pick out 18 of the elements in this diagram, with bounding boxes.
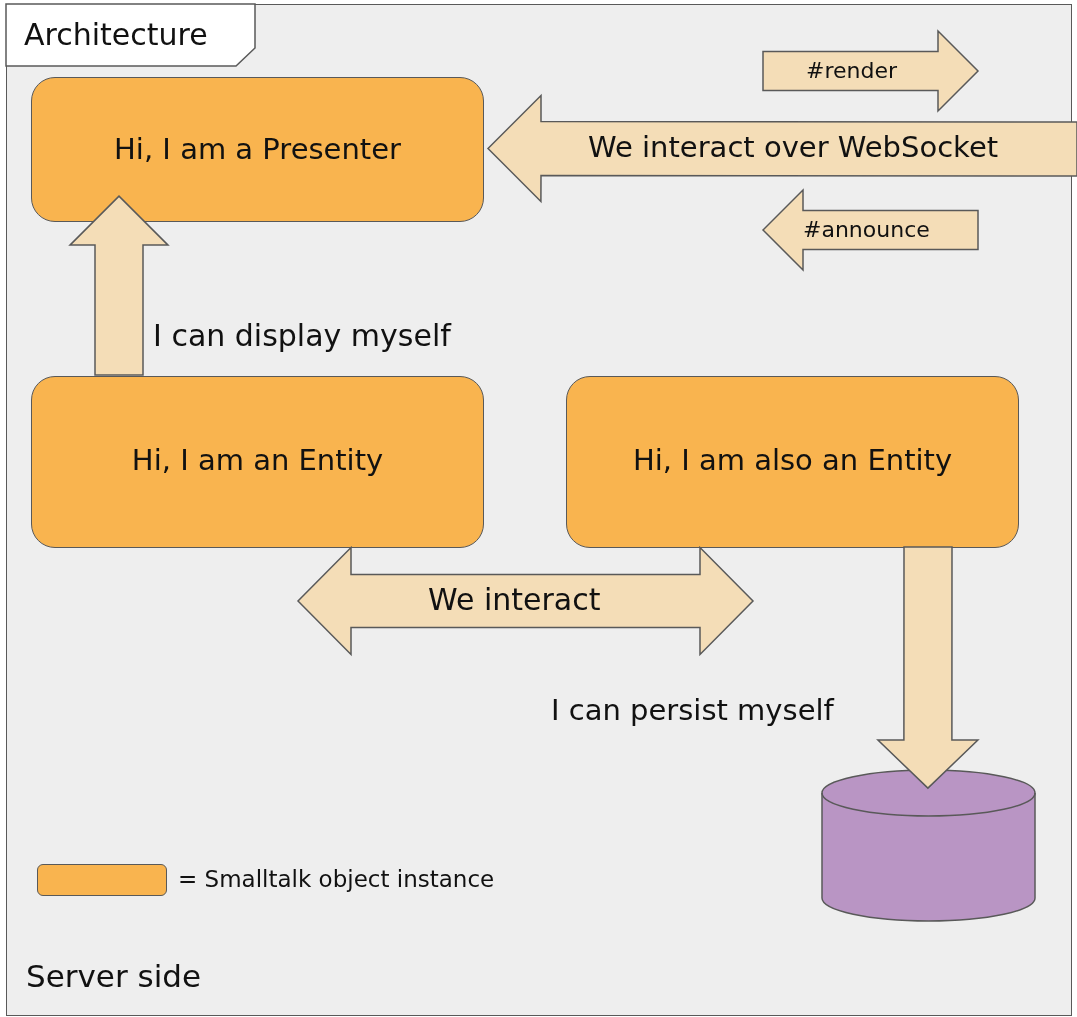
edge-label: I can persist myself xyxy=(551,693,834,727)
edge-label: We interact over WebSocket xyxy=(588,130,999,164)
arrow-label: #render xyxy=(806,58,898,83)
frame-panel xyxy=(6,4,1072,1016)
object-box: Hi, I am also an Entity xyxy=(566,376,1019,548)
block-arrow xyxy=(486,93,1077,204)
double-block-arrow xyxy=(296,545,755,657)
edge-label: I can display myself xyxy=(153,318,451,353)
object-box: Hi, I am a Presenter xyxy=(31,77,484,222)
block-arrow xyxy=(68,195,170,376)
block-arrow xyxy=(876,546,980,790)
arrow-label: #announce xyxy=(803,217,930,242)
region-label: Server side xyxy=(26,958,202,994)
tab-label: Architecture xyxy=(24,17,208,52)
database-cylinder xyxy=(821,769,1036,922)
legend-label: = Smalltalk object instance xyxy=(178,866,495,892)
edge-label: We interact xyxy=(428,582,601,617)
object-box: Hi, I am an Entity xyxy=(31,376,484,548)
